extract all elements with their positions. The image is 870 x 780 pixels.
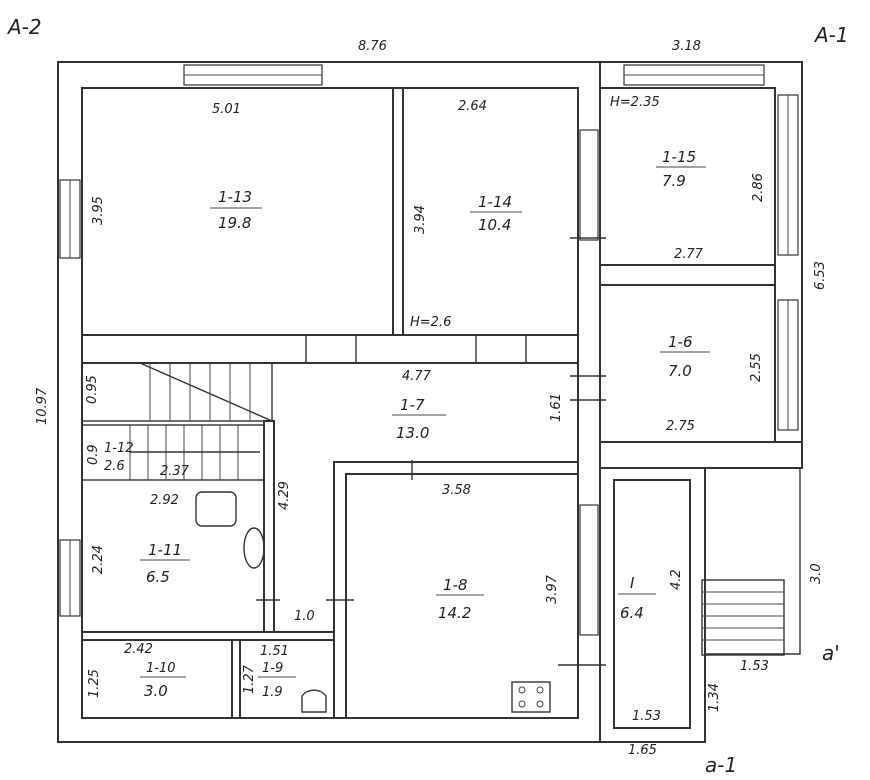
wall-room-8 [333,461,579,719]
dim-255: 2.55 [749,353,764,382]
dim-h235: H=2.35 [610,95,660,110]
room-area-1-6: 7.0 [668,362,692,380]
dim-top-right: 3.18 [672,39,701,54]
dim-395: 3.95 [91,196,106,225]
room-id-1-14: 1-14 [478,193,512,211]
room-id-1-8: 1-8 [443,576,468,594]
door-marks [256,237,606,666]
dim-242: 2.42 [124,642,153,657]
dim-151: 1.51 [260,644,289,659]
room-id-1-15: 1-15 [662,148,696,166]
dim-224: 2.24 [91,545,106,574]
stove [511,681,551,713]
dim-10: 1.0 [294,609,315,624]
room-area-1-7: 13.0 [396,424,429,442]
dim-125: 1.25 [87,669,102,698]
partition-15-6 [599,264,776,286]
dim-30: 3.0 [809,563,824,584]
dim-left-total: 10.97 [35,387,50,425]
dim-237: 2.37 [160,464,190,479]
wall-room-I [599,467,706,743]
dim-277: 2.77 [674,247,704,262]
dim-09: 0.9 [86,444,101,465]
axis-label-a1: a-1 [705,753,737,777]
room-area-1-15: 7.9 [662,172,686,190]
toilet [301,689,327,713]
room-area-1-11: 6.5 [146,568,170,586]
dim-286: 2.86 [751,173,766,202]
room-area-1-10: 3.0 [144,682,168,700]
dim-292: 2.92 [150,493,179,508]
room-labels: 1-13 19.8 1-14 10.4 1-15 7.9 1-6 7.0 1-7… [104,148,710,700]
dim-477: 4.77 [402,369,432,384]
dim-42: 4.2 [669,569,684,590]
room-id-1-6: 1-6 [668,333,693,351]
room-area-1-8: 14.2 [438,604,471,622]
dimension-labels: 8.76 3.18 10.97 6.53 5.01 2.64 H=2.35 3.… [35,39,828,758]
sink [243,527,265,569]
room-id-1-10: 1-10 [146,661,176,676]
windows [59,64,799,636]
wall-room-6-bottom [599,441,803,469]
dim-095: 0.95 [85,375,100,404]
dim-161: 1.61 [549,393,564,422]
room-id-1-9: 1-9 [262,661,283,676]
axis-label-a-prime: a' [822,641,840,665]
wall-above-10-9 [81,631,335,641]
dim-358: 3.58 [442,483,471,498]
dim-264: 2.64 [458,99,487,114]
axis-labels: A-2 A-1 a' a-1 [6,15,849,777]
dim-397: 3.97 [545,574,560,604]
dim-right-total: 6.53 [813,261,828,290]
wall-below-13-14 [81,334,579,364]
dim-429: 4.29 [277,481,292,510]
porch-outline [705,467,801,655]
partition-13-14 [392,87,404,339]
partition-10-9 [231,639,241,719]
dim-top-total: 8.76 [358,39,387,54]
room-id-1-13: 1-13 [218,188,252,206]
room-id-1-12: 1-12 [104,441,134,456]
dim-165: 1.65 [628,743,657,758]
wall-east-11 [263,420,275,634]
room-id-1-7: 1-7 [400,396,425,414]
room-area-I: 6.4 [620,604,644,622]
dim-501: 5.01 [212,102,241,117]
dim-153-right: 1.53 [740,659,769,674]
axis-label-A1: A-1 [813,23,849,47]
dim-134: 1.34 [707,683,722,712]
dim-153-bottom: 1.53 [632,709,661,724]
room-area-1-12: 2.6 [104,459,125,474]
bathtub [195,491,237,527]
room-area-1-14: 10.4 [478,216,511,234]
dim-394: 3.94 [413,205,428,234]
dim-275: 2.75 [666,419,695,434]
room-id-I: I [630,574,635,592]
dim-127: 1.27 [242,664,257,694]
room-id-1-11: 1-11 [148,541,182,559]
room-area-1-9: 1.9 [262,685,283,700]
axis-label-A2: A-2 [6,15,42,39]
room-area-1-13: 19.8 [218,214,251,232]
porch-stairs [701,579,785,656]
dim-h26: H=2.6 [410,315,451,330]
